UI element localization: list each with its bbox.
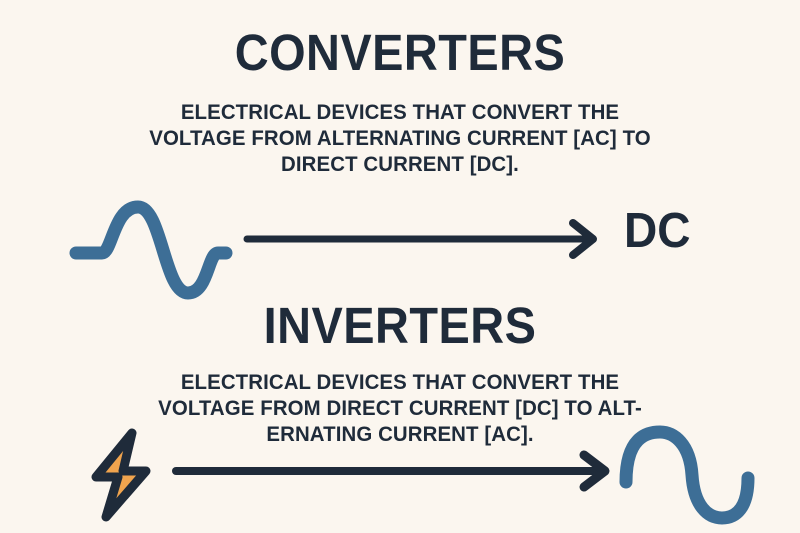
right-arrow-icon (172, 447, 622, 495)
flow-row-inverter (0, 425, 800, 530)
description-line: DIRECT CURRENT [DC]. (281, 152, 519, 176)
ac-sine-wave-icon (66, 195, 234, 305)
flow-row-converter: DC (0, 195, 800, 305)
description-line: VOLTAGE FROM ALTERNATING CURRENT [AC] TO (149, 126, 651, 150)
description-converters: ELECTRICAL DEVICES THAT CONVERT THE VOLT… (87, 99, 714, 177)
dc-output-label: DC (624, 204, 691, 258)
description-line: ELECTRICAL DEVICES THAT CONVERT THE (180, 100, 620, 124)
lightning-bolt-icon (80, 425, 170, 525)
description-line: VOLTAGE FROM DIRECT CURRENT [DC] TO ALT- (158, 396, 642, 420)
description-line: ERNATING CURRENT [AC]. (266, 422, 534, 446)
page-title-inverters: INVERTERS (263, 297, 537, 354)
description-line: ELECTRICAL DEVICES THAT CONVERT THE (180, 370, 620, 394)
right-arrow-icon (243, 215, 607, 263)
description-inverters: ELECTRICAL DEVICES THAT CONVERT THE VOLT… (87, 369, 714, 447)
ac-sine-wave-icon (612, 420, 772, 530)
page-title-converters: CONVERTERS (234, 24, 566, 81)
